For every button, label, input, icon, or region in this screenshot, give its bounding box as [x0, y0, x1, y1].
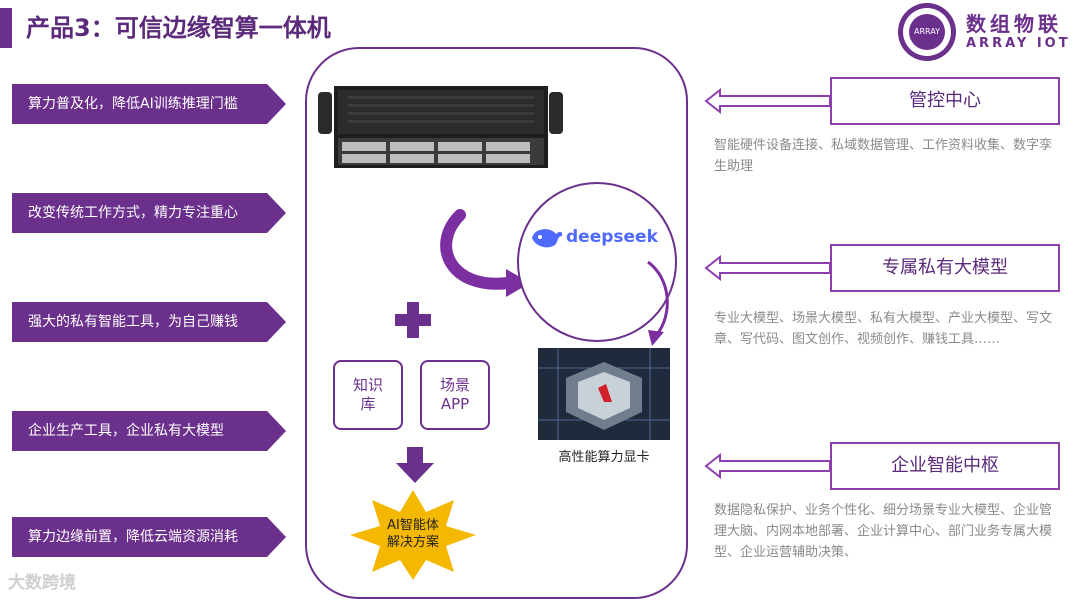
solution-label: AI智能体 解决方案	[370, 517, 456, 551]
solution-star-icon	[350, 490, 476, 580]
title-accent-bar	[0, 8, 12, 48]
left-arrow-icon	[704, 453, 831, 479]
deepseek-label: deepseek	[566, 227, 658, 247]
logo-badge-text: ARRAY	[909, 14, 945, 50]
page-title: 产品3：可信边缘智算一体机	[26, 14, 331, 42]
curved-arrow-icon	[440, 209, 530, 297]
knowledge-base-label: 知识	[352, 376, 383, 394]
left-benefit-item: 企业生产工具，企业私有大模型	[12, 411, 286, 451]
deepseek-whale-icon	[532, 229, 563, 248]
left-benefit-item: 算力普及化，降低AI训练推理门槛	[12, 84, 286, 124]
watermark: 大数跨境	[8, 573, 76, 593]
down-curve-arrow-icon	[647, 260, 669, 346]
logo-english-name: ARRAY IOT	[966, 36, 1071, 51]
scene-app-label: 场景	[439, 376, 470, 394]
left-arrow-icon	[704, 255, 831, 281]
center-product-frame	[305, 47, 688, 599]
scene-app-box: 场景 APP	[420, 360, 490, 430]
solution-line: AI智能体	[387, 518, 439, 533]
private-model-desc: 专业大模型、场景大模型、私有大模型、产业大模型、写文章、写代码、图文创作、视频创…	[714, 311, 1053, 347]
left-benefit-item: 算力边缘前置，降低云端资源消耗	[12, 517, 286, 557]
logo-ring: ARRAY	[903, 8, 951, 56]
scene-app-label: APP	[440, 395, 470, 413]
private-model-box: 专属私有大模型	[830, 244, 1060, 292]
left-arrow-icon	[704, 88, 831, 114]
server-rack-image	[318, 86, 563, 168]
plus-icon	[395, 302, 431, 338]
knowledge-base-label: 库	[360, 395, 376, 413]
gpu-label: 高性能算力显卡	[558, 450, 650, 465]
gpu-chip-image	[538, 348, 670, 440]
knowledge-base-box: 知识 库	[333, 360, 403, 430]
solution-line: 解决方案	[386, 535, 439, 550]
enterprise-hub-box: 企业智能中枢	[830, 442, 1060, 490]
left-benefit-item: 强大的私有智能工具，为自己赚钱	[12, 302, 286, 342]
logo-chinese-name: 数组物联	[966, 12, 1062, 36]
left-benefit-item: 改变传统工作方式，精力专注重心	[12, 193, 286, 233]
control-center-box: 管控中心	[830, 77, 1060, 125]
control-center-desc: 智能硬件设备连接、私域数据管理、工作资料收集、数字孪生助理	[714, 138, 1053, 174]
enterprise-hub-desc: 数据隐私保护、业务个性化、细分场景专业大模型、企业管理大脑、内网本地部署、企业计…	[714, 503, 1053, 560]
array-iot-logo: ARRAY	[898, 3, 956, 61]
down-arrow-icon	[396, 447, 434, 483]
